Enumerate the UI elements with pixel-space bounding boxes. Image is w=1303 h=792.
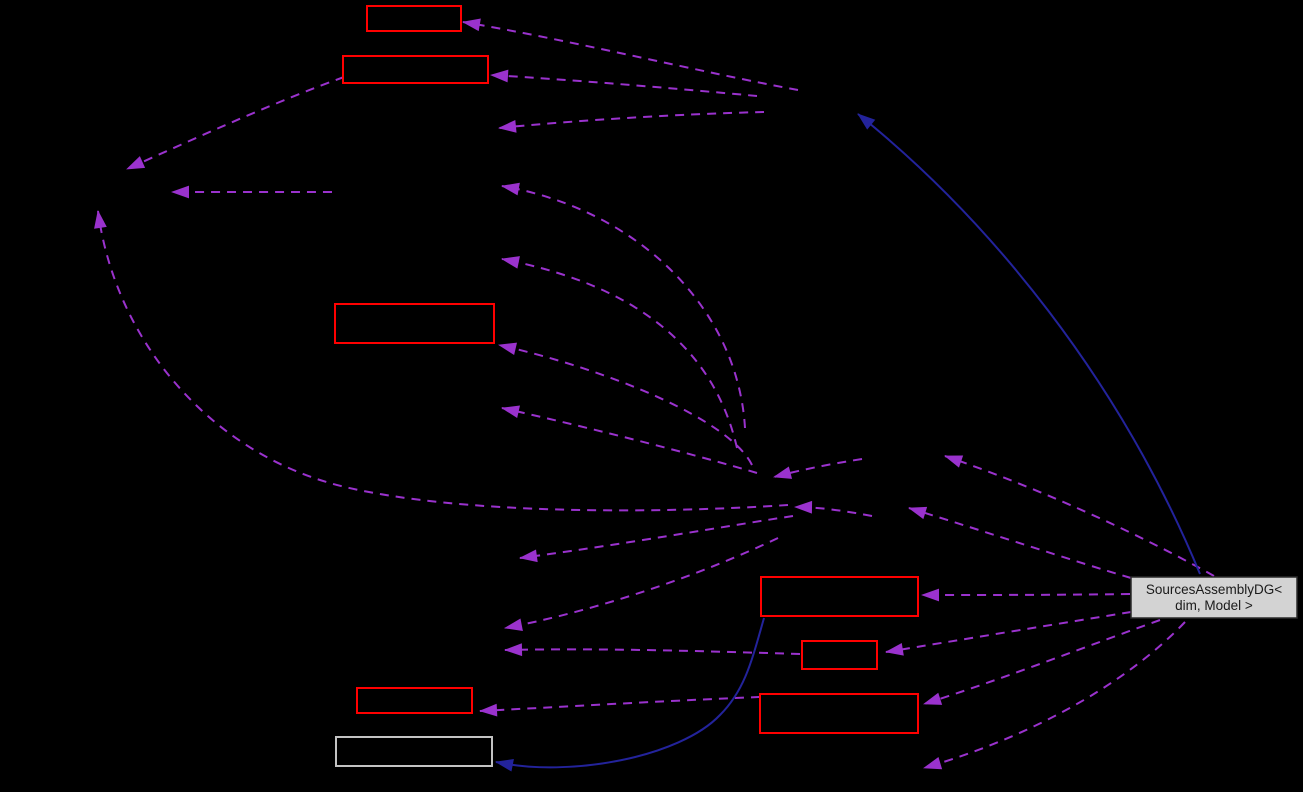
arrowhead-icon: [498, 119, 517, 133]
arrowhead-icon: [908, 506, 928, 520]
arrowhead-icon: [519, 549, 538, 563]
usage-edge: [923, 621, 1186, 769]
usage-edge: [504, 648, 801, 655]
arrowhead-icon: [479, 703, 498, 717]
arrowhead-icon: [495, 758, 514, 772]
arrowhead-icon: [490, 69, 509, 83]
class-node-node-bottom-plain: [335, 736, 493, 767]
current-class-box: [1130, 576, 1298, 619]
class-node-node-right-2[interactable]: [801, 640, 878, 670]
usage-edge: [519, 515, 794, 559]
current-class-label-line2: dim, Model >: [1175, 598, 1253, 613]
usage-edge: [504, 537, 779, 629]
arrowhead-icon: [501, 405, 520, 418]
usage-edge: [97, 210, 789, 512]
usage-edge: [501, 185, 746, 429]
class-node-node-mid-left[interactable]: [334, 303, 495, 344]
arrowhead-icon: [504, 618, 523, 632]
arrowhead-icon: [94, 210, 107, 229]
arrowhead-icon: [501, 256, 520, 269]
usage-edge: [944, 455, 1215, 577]
class-node-node-bottom-left[interactable]: [356, 687, 473, 714]
arrowhead-icon: [857, 113, 876, 130]
arrowhead-icon: [504, 643, 523, 657]
inheritance-edge: [857, 113, 1201, 575]
arrowhead-icon: [126, 156, 146, 170]
usage-edge: [908, 507, 1132, 579]
edges-layer: [94, 18, 1215, 772]
current-class-label-line1: SourcesAssemblyDG<: [1146, 582, 1282, 597]
arrowhead-icon: [923, 692, 943, 705]
usage-edge: [490, 74, 758, 97]
arrowhead-icon: [885, 642, 904, 656]
arrowhead-icon: [501, 182, 520, 196]
arrowhead-icon: [171, 185, 189, 199]
nodes-layer: [334, 5, 919, 767]
arrowhead-icon: [462, 18, 481, 32]
current-class-node: SourcesAssemblyDG< dim, Model >: [1130, 576, 1298, 619]
usage-edge: [462, 21, 799, 91]
usage-edge: [498, 344, 753, 466]
class-node-node-right-3[interactable]: [759, 693, 919, 734]
inheritance-edge: [495, 617, 765, 769]
usage-edge: [498, 111, 765, 129]
usage-edge: [501, 407, 758, 474]
class-node-node-top-1[interactable]: [366, 5, 462, 32]
usage-edge: [921, 593, 1131, 596]
class-node-node-right-1[interactable]: [760, 576, 919, 617]
arrowhead-icon: [773, 466, 793, 479]
usage-edge: [501, 258, 738, 449]
arrowhead-icon: [921, 588, 940, 602]
arrowhead-icon: [923, 757, 943, 770]
arrowhead-icon: [794, 500, 813, 514]
arrowhead-icon: [944, 455, 964, 468]
arrowhead-icon: [498, 342, 518, 356]
usage-edge: [479, 696, 761, 712]
class-node-node-top-2[interactable]: [342, 55, 489, 84]
usage-edge: [126, 76, 345, 170]
